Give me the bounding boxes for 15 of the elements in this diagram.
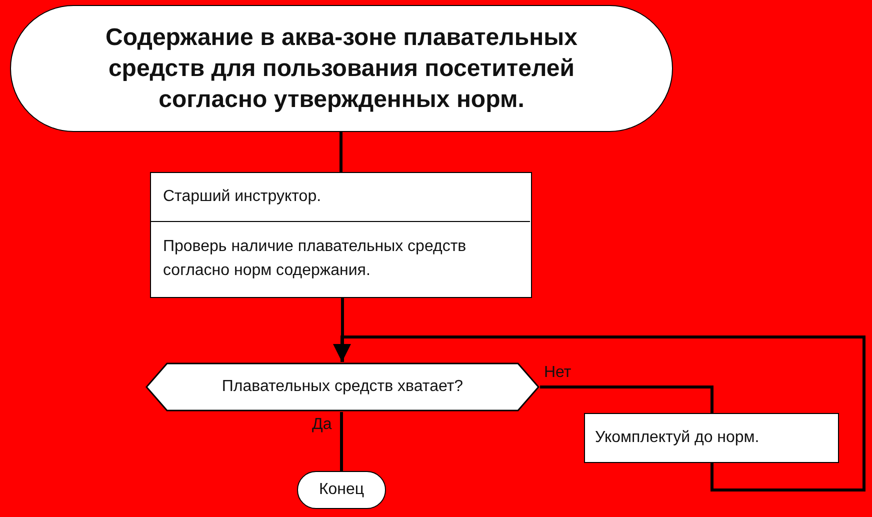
edge-label: Да: [311, 416, 333, 434]
process-box: [584, 413, 839, 463]
decision-hexagon: [145, 362, 540, 412]
node-text: Укомплектуй до норм.: [595, 428, 760, 448]
title-text: Содержание в аква-зоне плавательных средств для пользования посетителей согласно утвержденных норм.: [104, 22, 578, 116]
process-box: [150, 172, 532, 298]
connector-line: [333, 336, 866, 492]
node-text: Плавательных средств хватает?: [220, 376, 464, 397]
connector-line: [340, 412, 343, 471]
connector-line: [540, 386, 714, 413]
terminal-shape: [297, 471, 386, 509]
box-heading: Старший инструктор.: [151, 173, 530, 222]
box-text: Проверь наличие плавательных средств согласно норм содержания.: [162, 237, 468, 281]
connector-line: [340, 132, 342, 172]
connector-line: [341, 298, 344, 362]
